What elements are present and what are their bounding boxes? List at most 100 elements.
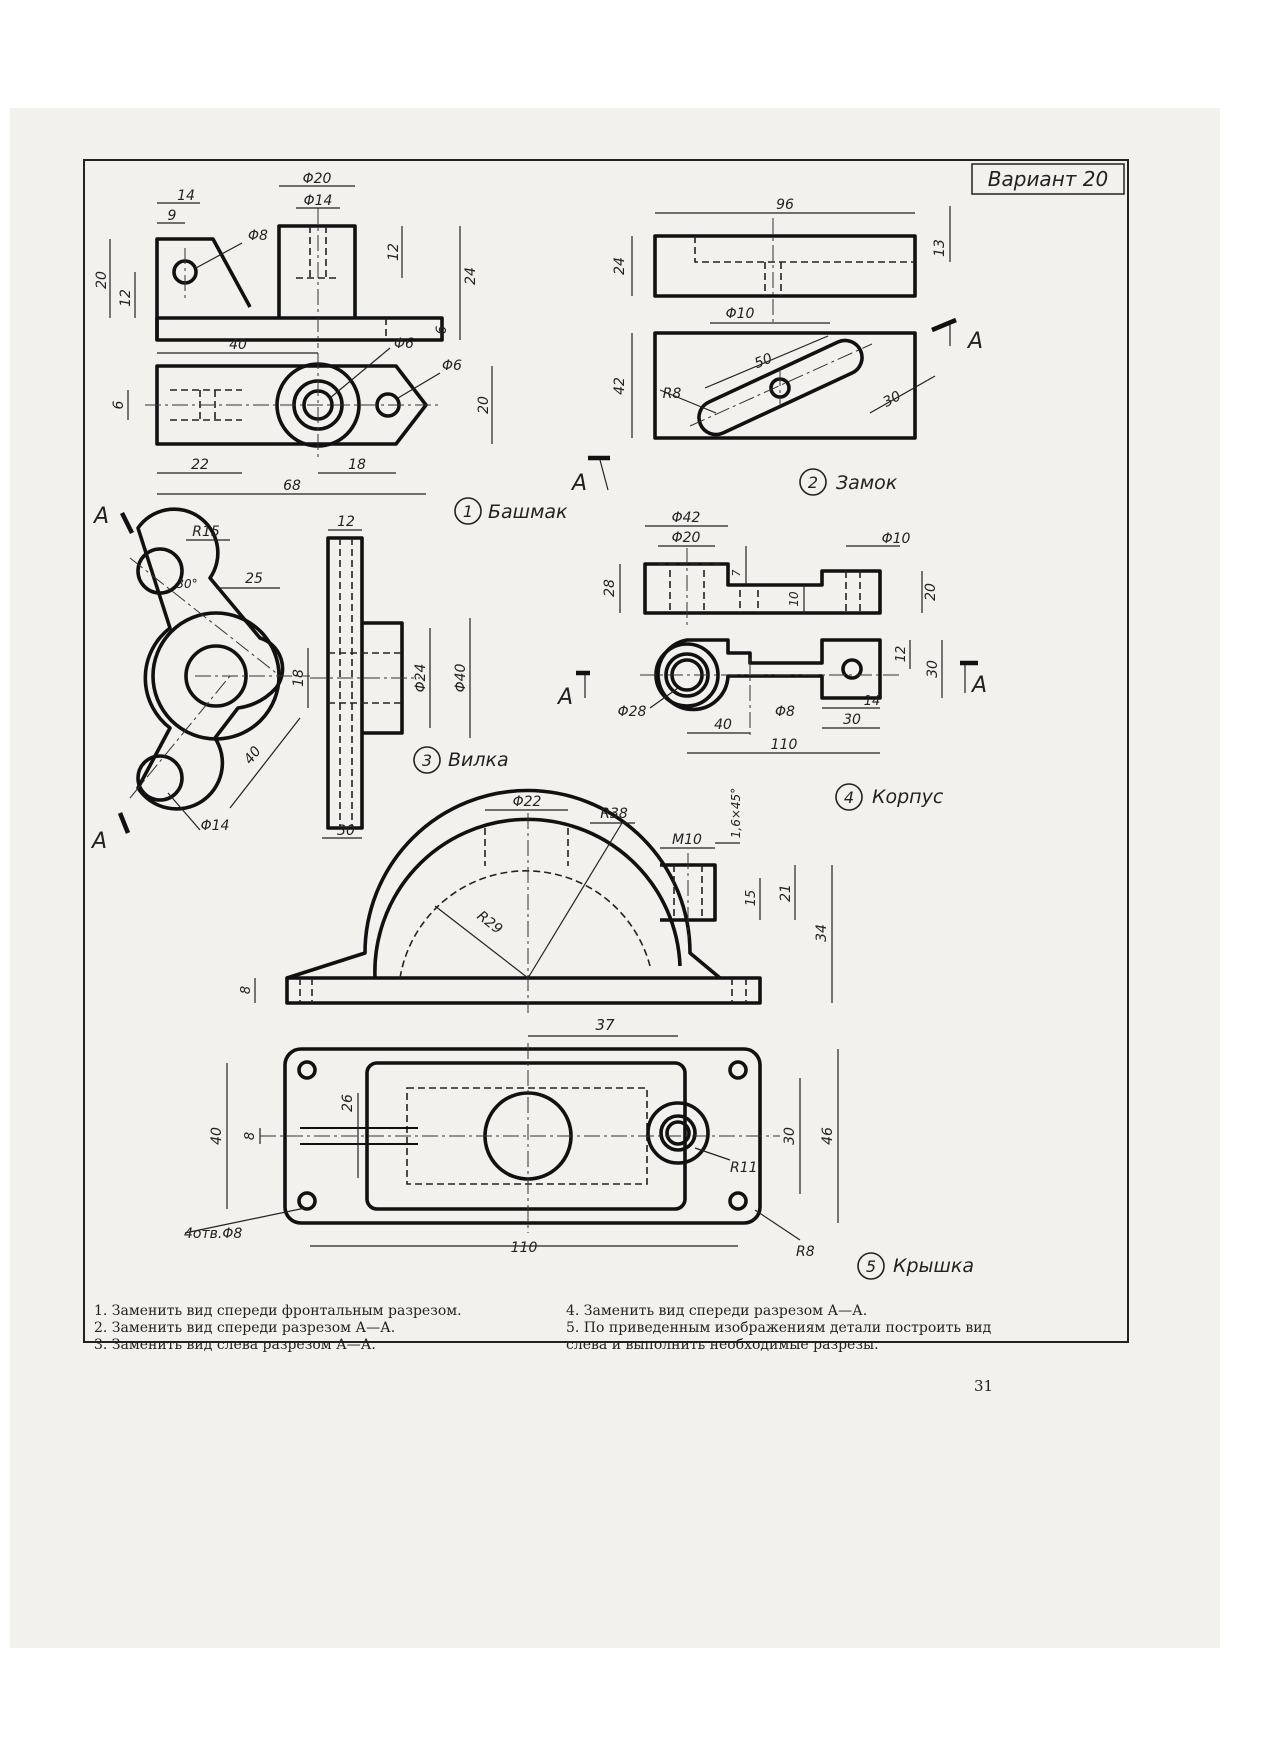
part-number: 5 <box>866 1257 876 1276</box>
note-item: 4. Заменить вид спереди разрезом А—А. <box>566 1303 868 1319</box>
dim-text: Φ14 <box>201 818 230 834</box>
dim-text: 30 <box>337 823 355 839</box>
part-name: Вилка <box>448 749 509 771</box>
part-5-caption: 5 Крышка <box>857 1252 974 1280</box>
part-2-caption: 2 Замок <box>799 468 898 496</box>
section-letter: A <box>570 471 587 496</box>
dim-text: 20 <box>476 396 492 414</box>
dim-text: Φ8 <box>775 704 795 720</box>
dim-text: 24 <box>463 267 479 285</box>
section-mark-vilka: A A <box>90 504 135 854</box>
dim-text: 96 <box>776 197 794 213</box>
part-name: Крышка <box>893 1255 974 1277</box>
dim-text: 12 <box>894 646 909 663</box>
notes-left: 1. Заменить вид спереди фронтальным разр… <box>94 1303 514 1354</box>
dim-text: 12 <box>337 514 355 530</box>
dim-text: 22 <box>191 457 209 473</box>
dim-text: 13 <box>932 239 948 257</box>
part-kryshka-dimensions: Φ22 R38 1,6×45° M10 R29 8 15 21 34 37 26… <box>184 788 839 1260</box>
dim-text: 21 <box>778 884 794 902</box>
dim-text: 4отв.Φ8 <box>184 1226 242 1242</box>
variant-box <box>971 163 1125 195</box>
section-letter: A <box>90 829 107 854</box>
section-letter: A <box>970 673 987 698</box>
note-item: 1. Заменить вид спереди фронтальным разр… <box>94 1303 462 1319</box>
part-bashmak-front-view <box>155 208 444 348</box>
dim-text: 6 <box>434 325 450 334</box>
section-letter: A <box>966 329 983 354</box>
book-page: Вариант 20 14 9 <box>10 108 1220 1648</box>
dim-text: 8 <box>243 1132 258 1140</box>
dim-text: 14 <box>864 694 881 709</box>
note-item: 5. По приведенным изображениям детали по… <box>566 1320 992 1353</box>
dim-text: 12 <box>118 289 134 307</box>
dim-text: 37 <box>595 1016 615 1034</box>
part-bashmak-top-view <box>145 353 440 458</box>
dim-text: Φ42 <box>672 510 701 526</box>
dim-text: 1,6×45° <box>729 788 743 838</box>
dim-text: 7 <box>730 570 743 577</box>
part-vilka-dimensions: R15 30° 25 12 18 Φ24 Φ40 40 Φ14 30 <box>167 514 471 839</box>
notes-right: 4. Заменить вид спереди разрезом А—А. 5.… <box>566 1303 994 1354</box>
dim-text: 10 <box>787 591 801 607</box>
dim-text: 40 <box>229 337 247 353</box>
dim-text: 6 <box>111 400 127 409</box>
part-zamok-front-view <box>653 218 917 326</box>
part-name: Башмак <box>488 501 568 523</box>
drawing-frame <box>83 159 1129 1343</box>
part-number: 1 <box>463 502 473 521</box>
note-item: 3. Заменить вид слева разрезом А—А. <box>94 1337 376 1353</box>
part-name: Корпус <box>872 786 944 808</box>
part-3-caption: 3 Вилка <box>413 746 509 774</box>
dim-text: 30° <box>176 577 197 591</box>
dim-text: 42 <box>612 377 628 395</box>
dim-text: Φ20 <box>303 171 332 187</box>
part-korpus-top-view <box>640 638 900 738</box>
dim-text: Φ10 <box>726 306 755 322</box>
dim-text: 20 <box>923 583 939 601</box>
dim-text: 9 <box>168 208 177 224</box>
dim-text: 24 <box>612 257 628 275</box>
dim-text: Φ10 <box>882 531 911 547</box>
dim-text: Φ28 <box>618 704 647 720</box>
part-number: 4 <box>844 788 854 807</box>
dim-text: 15 <box>744 890 759 907</box>
section-mark-korpus: A A <box>556 660 987 710</box>
dim-text: 20 <box>94 271 110 289</box>
part-bashmak-dimensions: 14 9 Φ20 Φ14 Φ8 20 12 12 24 6 40 Φ6 Φ6 6… <box>94 171 493 495</box>
dim-text: 46 <box>820 1127 836 1145</box>
dim-text: Φ24 <box>413 664 429 693</box>
dim-text: 40 <box>714 717 732 733</box>
dim-text: 30 <box>880 388 903 411</box>
dim-text: R11 <box>730 1160 758 1176</box>
drawing-sheet: Вариант 20 14 9 <box>83 159 1129 1343</box>
dim-text: R8 <box>796 1244 815 1260</box>
dim-text: 110 <box>511 1240 538 1256</box>
dim-text: M10 <box>672 832 702 848</box>
dim-text: R15 <box>192 524 220 540</box>
dim-text: 50 <box>752 351 775 373</box>
dim-text: 28 <box>602 579 618 597</box>
part-korpus-front-view <box>643 548 882 628</box>
dim-text: 12 <box>386 243 402 261</box>
dim-text: 30 <box>843 712 861 728</box>
note-item: 2. Заменить вид спереди разрезом А—А. <box>94 1320 396 1336</box>
page-number: 31 <box>974 1377 994 1395</box>
part-zamok-dimensions: 96 24 13 Φ10 42 50 R8 30 <box>612 197 951 438</box>
dim-text: 40 <box>209 1127 225 1145</box>
dim-text: 34 <box>814 924 830 942</box>
dim-text: Φ22 <box>513 794 542 810</box>
dim-text: 68 <box>283 478 301 494</box>
dim-text: Φ14 <box>304 193 333 209</box>
part-zamok-top-view <box>653 331 917 440</box>
dim-text: Φ40 <box>453 663 469 692</box>
part-4-caption: 4 Корпус <box>835 783 944 811</box>
part-vilka-front-view <box>129 507 310 811</box>
dim-text: Φ6 <box>442 358 462 374</box>
dim-text: 40 <box>241 744 265 768</box>
section-mark-zamok: A A <box>570 317 983 496</box>
dim-text: Φ20 <box>672 530 701 546</box>
dim-text: 14 <box>177 188 195 204</box>
section-letter: A <box>556 685 573 710</box>
dim-text: R29 <box>474 908 506 938</box>
